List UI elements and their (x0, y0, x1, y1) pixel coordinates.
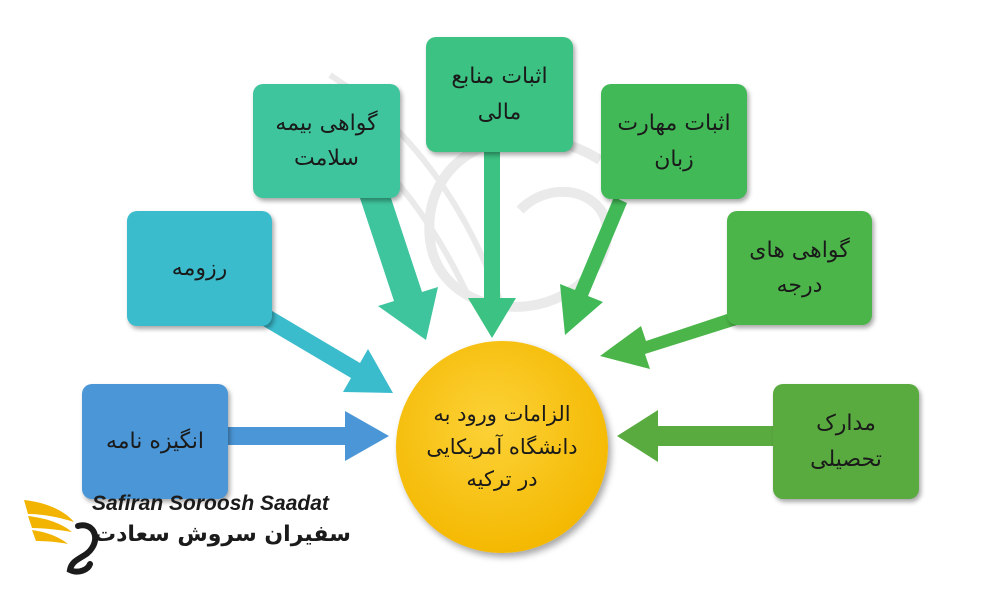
arrow-motivation-letter (220, 411, 389, 461)
arrow-financial-proof (468, 152, 516, 338)
box-financial-proof-label: اثبات منابع مالی (451, 64, 548, 125)
center-label: الزامات ورود به دانشگاه آمریکایی در ترکی… (426, 402, 578, 492)
box-motivation-letter-label: انگیزه نامه (105, 428, 205, 454)
arrow-health-insurance (357, 180, 438, 340)
box-motivation-letter: انگیزه نامه (82, 384, 228, 499)
arrow-degree-certificates (600, 312, 737, 369)
box-resume: رزومه (127, 211, 272, 326)
eagle-logo-icon (24, 500, 99, 575)
box-academic-documents-label: مدارک تحصیلی (810, 411, 882, 472)
box-language-proof: اثبات مهارت زبان (601, 84, 747, 199)
arrow-resume (253, 305, 393, 393)
logo-name-en: Safiran Soroosh Saadat (92, 492, 329, 515)
box-academic-documents: مدارک تحصیلی (773, 384, 919, 499)
arrow-academic-documents (617, 410, 781, 462)
center-circle: الزامات ورود به دانشگاه آمریکایی در ترکی… (396, 341, 608, 553)
arrow-language-proof (560, 197, 627, 335)
box-health-insurance-label: گواهی بیمه سلامت (275, 110, 378, 171)
box-language-proof-label: اثبات مهارت زبان (617, 111, 731, 172)
box-resume-label: رزومه (171, 255, 228, 281)
box-degree-certificates: گواهی های درجه (727, 211, 872, 325)
logo-name-fa: سفیران سروش سعادت (94, 522, 351, 547)
box-health-insurance: گواهی بیمه سلامت (253, 84, 400, 198)
arrow-group (220, 152, 781, 462)
brand-logo: Safiran Soroosh Saadat سفیران سروش سعادت (22, 492, 351, 582)
box-financial-proof: اثبات منابع مالی (426, 37, 573, 152)
box-degree-certificates-label: گواهی های درجه (749, 237, 850, 298)
